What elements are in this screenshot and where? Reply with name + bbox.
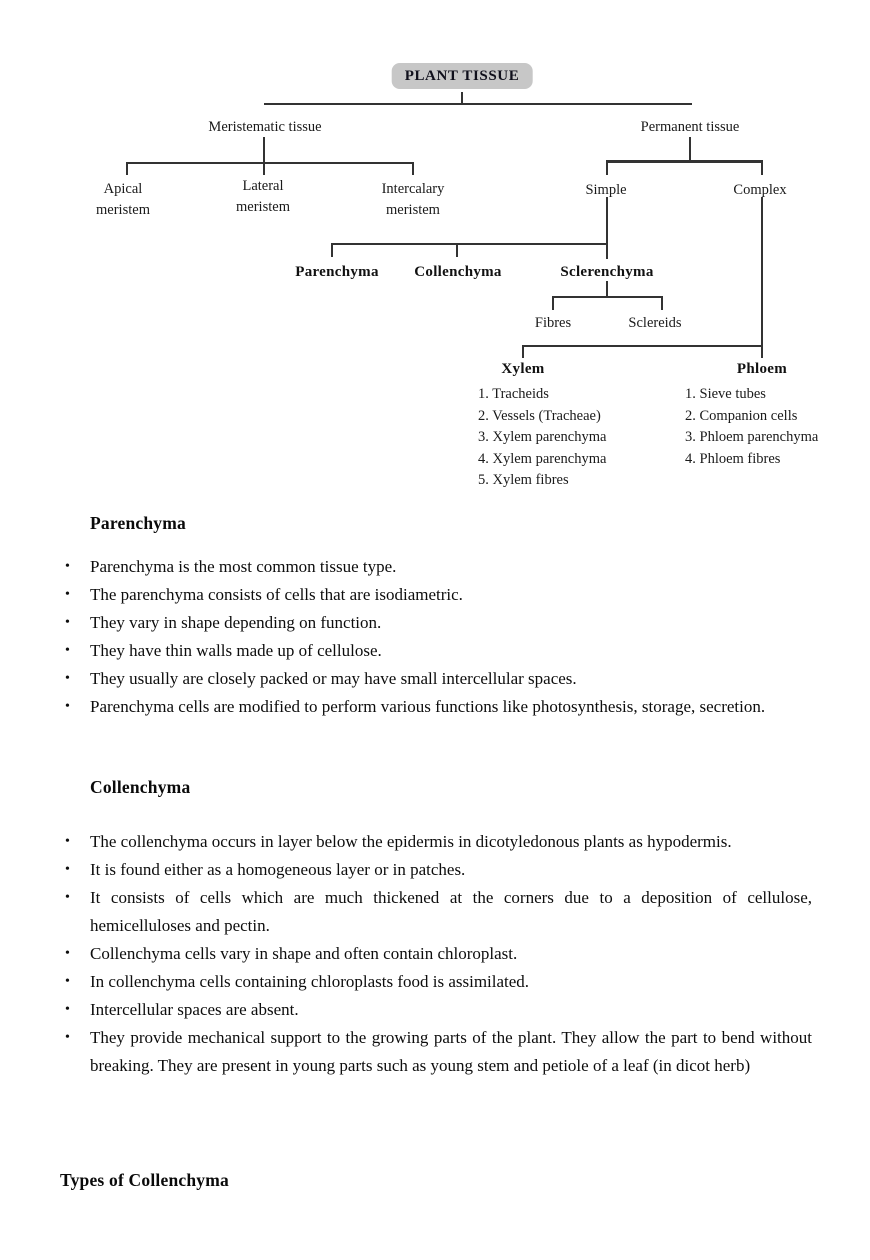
- bullet-text: It is found either as a homogeneous laye…: [90, 860, 466, 879]
- bullet-text: Parenchyma is the most common tissue typ…: [90, 557, 397, 576]
- bullet-text: They usually are closely packed or may h…: [90, 669, 577, 688]
- connector-line: [761, 160, 763, 175]
- bullet-text: It consists of cells which are much thic…: [90, 888, 812, 935]
- node-lateral-meristem: Lateral meristem: [236, 178, 290, 215]
- node-fibres: Fibres: [534, 315, 572, 331]
- xylem-item: 1. Tracheids: [478, 386, 549, 402]
- xylem-item: 5. Xylem fibres: [478, 472, 569, 488]
- list-item: • They provide mechanical support to the …: [62, 1024, 812, 1080]
- xylem-item: 2. Vessels (Tracheae): [478, 407, 601, 424]
- bullet-icon: •: [65, 1030, 70, 1045]
- collenchyma-bullet-list: • The collenchyma occurs in layer below t…: [62, 828, 812, 1080]
- xylem-item: 3. Xylem parenchyma: [478, 429, 607, 445]
- bullet-icon: •: [65, 890, 70, 905]
- xylem-item: 4. Xylem parenchyma: [478, 450, 607, 467]
- bullet-icon: •: [65, 974, 70, 989]
- node-apical-meristem: Apical meristem: [96, 181, 150, 218]
- xylem-list: 1. Tracheids 2. Vessels (Tracheae) 3. Xy…: [478, 384, 606, 492]
- types-of-collenchyma-heading: Types of Collenchyma: [60, 1170, 229, 1190]
- bullet-icon: •: [65, 1002, 70, 1017]
- node-sclerenchyma: Sclerenchyma: [560, 264, 654, 280]
- bullet-icon: •: [65, 834, 70, 849]
- bullet-text: They have thin walls made up of cellulos…: [90, 641, 382, 660]
- phloem-list: 1. Sieve tubes 2. Companion cells 3. Phl…: [685, 384, 818, 470]
- bullet-text: Intercellular spaces are absent.: [90, 1000, 299, 1019]
- connector-line: [606, 197, 608, 245]
- list-item: • They usually are closely packed or may …: [62, 665, 812, 693]
- bullet-icon: •: [65, 615, 70, 630]
- bullet-text: They provide mechanical support to the g…: [90, 1028, 812, 1075]
- list-item: • Parenchyma is the most common tissue ty…: [62, 553, 812, 581]
- connector-line: [263, 137, 265, 164]
- node-intercalary-meristem: Intercalary meristem: [381, 181, 445, 218]
- node-complex: Complex: [733, 182, 787, 198]
- connector-line: [263, 162, 265, 175]
- phloem-item: 1. Sieve tubes: [685, 386, 766, 402]
- bullet-text: The collenchyma occurs in layer below th…: [90, 832, 732, 851]
- connector-line: [412, 162, 414, 175]
- bullet-icon: •: [65, 862, 70, 877]
- node-xylem: Xylem: [501, 361, 545, 377]
- connector-line: [264, 103, 692, 105]
- phloem-item: 3. Phloem parenchyma: [685, 429, 819, 445]
- connector-line: [606, 160, 763, 163]
- connector-line: [126, 162, 128, 175]
- connector-line: [522, 345, 763, 347]
- list-item: • They have thin walls made up of cellulo…: [62, 637, 812, 665]
- connector-line: [552, 296, 663, 298]
- connector-line: [761, 197, 763, 347]
- list-item: • Collenchyma cells vary in shape and oft…: [62, 940, 812, 968]
- node-collenchyma: Collenchyma: [414, 264, 502, 280]
- bullet-text: Collenchyma cells vary in shape and ofte…: [90, 944, 518, 963]
- phloem-item: 4. Phloem fibres: [685, 450, 781, 467]
- list-item: • They vary in shape depending on functio…: [62, 609, 812, 637]
- node-plant-tissue: PLANT TISSUE: [391, 63, 533, 89]
- bullet-icon: •: [65, 946, 70, 961]
- bullet-icon: •: [65, 699, 70, 714]
- bullet-text: In collenchyma cells containing chloropl…: [90, 972, 530, 991]
- connector-line: [606, 281, 608, 298]
- node-sclereids: Sclereids: [628, 315, 682, 331]
- connector-line: [761, 345, 763, 358]
- connector-line: [461, 92, 463, 104]
- connector-line: [661, 296, 663, 310]
- parenchyma-heading: Parenchyma: [90, 513, 186, 533]
- list-item: • It consists of cells which are much thi…: [62, 884, 812, 940]
- collenchyma-heading: Collenchyma: [90, 777, 191, 797]
- bullet-icon: •: [65, 671, 70, 686]
- connector-line: [522, 345, 524, 358]
- list-item: • Parenchyma cells are modified to perfor…: [62, 693, 812, 721]
- connector-line: [331, 243, 333, 257]
- connector-line: [689, 137, 691, 163]
- connector-line: [127, 162, 414, 164]
- parenchyma-bullet-list: • Parenchyma is the most common tissue ty…: [62, 553, 812, 721]
- list-item: • It is found either as a homogeneous lay…: [62, 856, 812, 884]
- bullet-text: Parenchyma cells are modified to perform…: [90, 697, 766, 716]
- bullet-icon: •: [65, 643, 70, 658]
- node-meristematic-tissue: Meristematic tissue: [208, 119, 322, 135]
- connector-line: [606, 243, 608, 259]
- list-item: • In collenchyma cells containing chlorop…: [62, 968, 812, 996]
- connector-line: [456, 243, 458, 257]
- node-simple: Simple: [585, 182, 627, 198]
- node-phloem: Phloem: [736, 361, 788, 377]
- connector-line: [606, 160, 608, 175]
- bullet-icon: •: [65, 559, 70, 574]
- list-item: • The collenchyma occurs in layer below t…: [62, 828, 812, 856]
- list-item: • The parenchyma consists of cells that a…: [62, 581, 812, 609]
- node-parenchyma: Parenchyma: [295, 264, 379, 280]
- phloem-item: 2. Companion cells: [685, 407, 798, 424]
- node-permanent-tissue: Permanent tissue: [640, 119, 740, 135]
- bullet-text: The parenchyma consists of cells that ar…: [90, 585, 463, 604]
- connector-line: [552, 296, 554, 310]
- bullet-text: They vary in shape depending on function…: [90, 613, 382, 632]
- connector-line: [332, 243, 608, 245]
- bullet-icon: •: [65, 587, 70, 602]
- list-item: • Intercellular spaces are absent.: [62, 996, 812, 1024]
